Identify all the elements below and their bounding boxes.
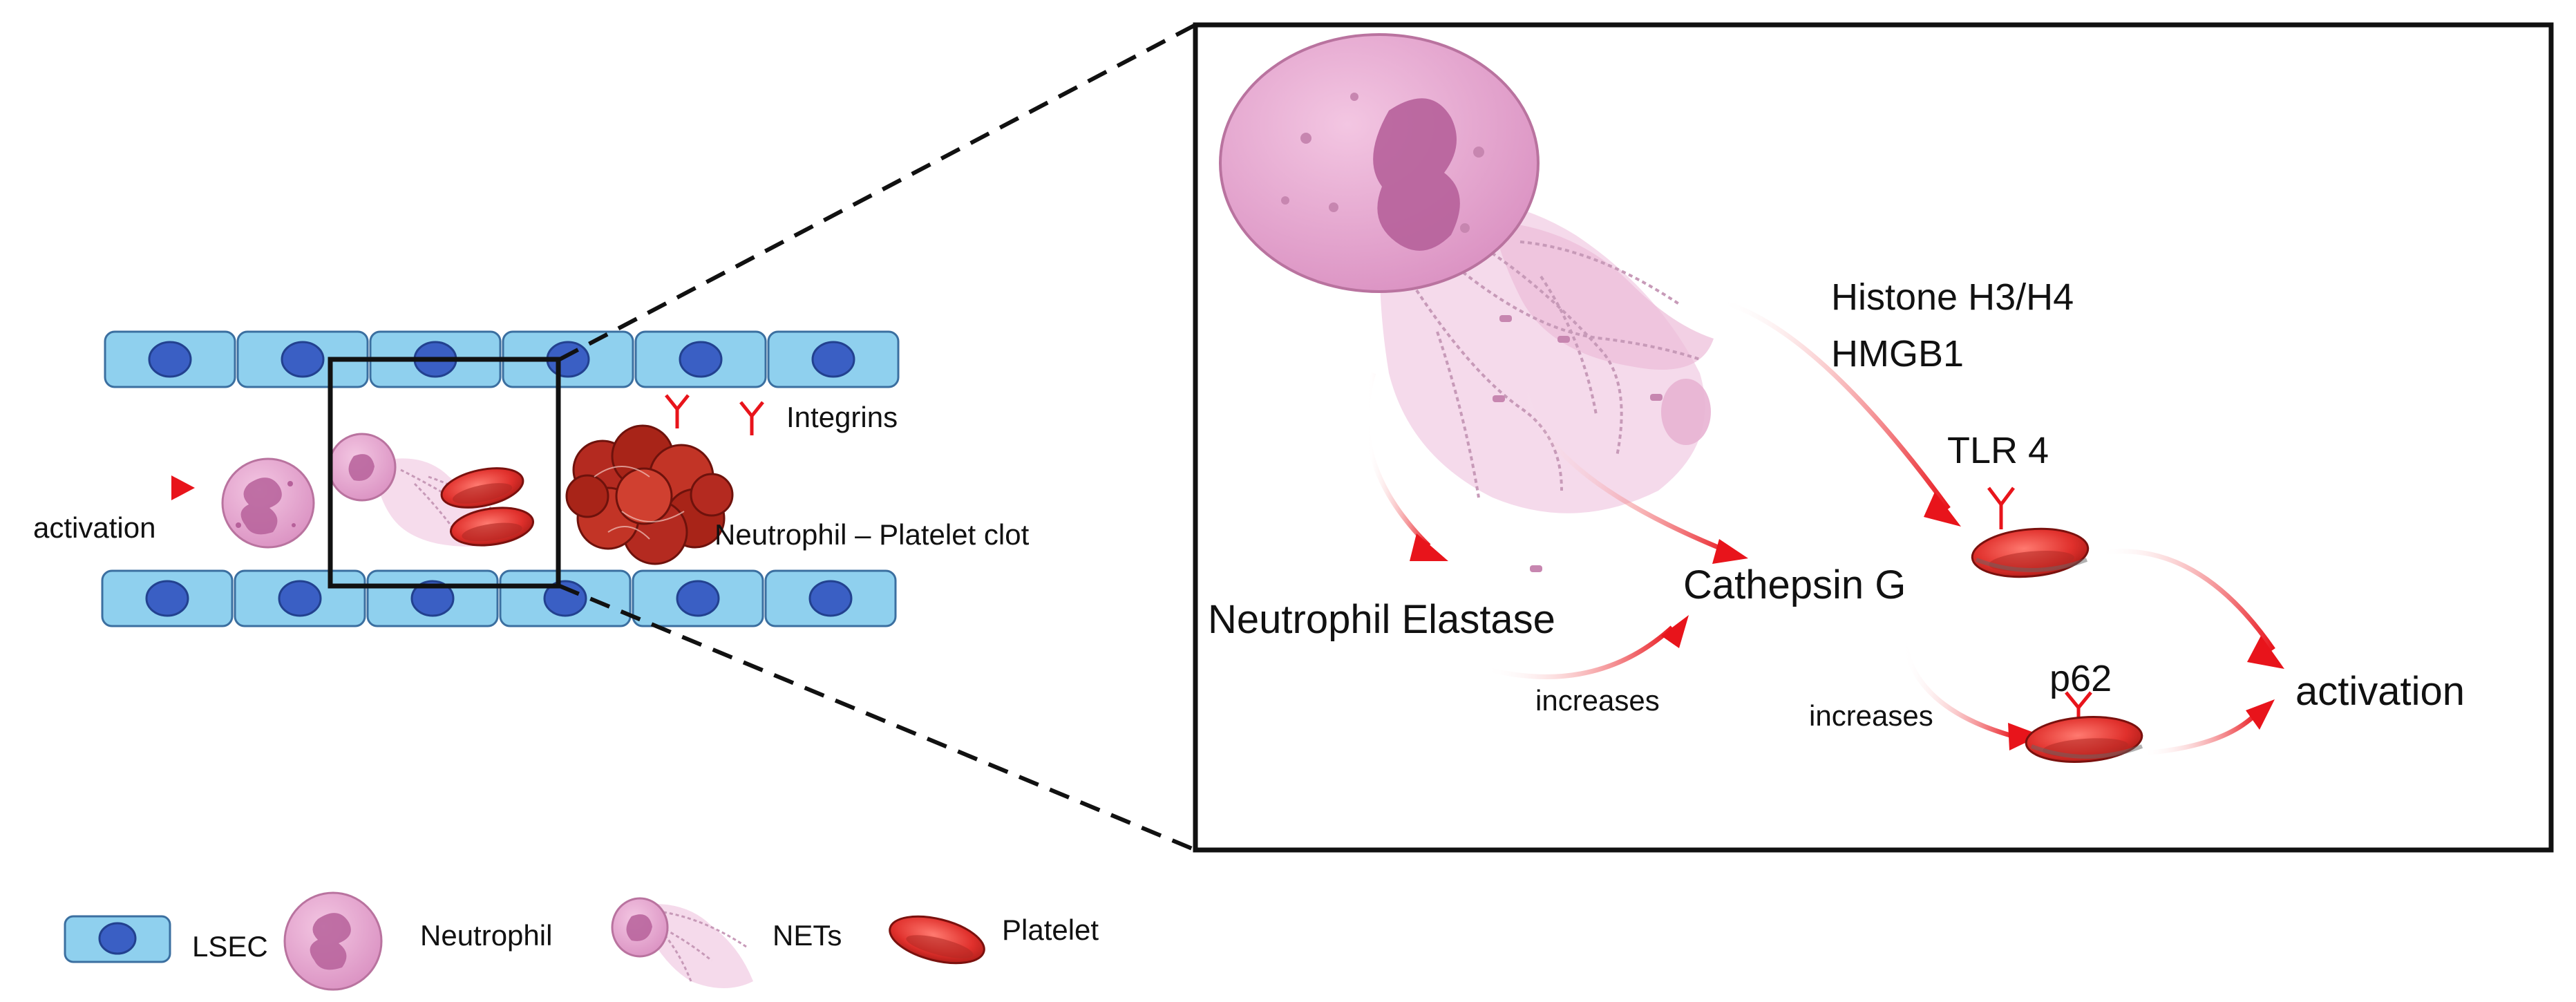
neutrophil-nets-large xyxy=(1219,33,1714,572)
hmgb1-label: HMGB1 xyxy=(1831,333,1964,375)
tlr4-to-activation-arrow xyxy=(2100,549,2284,669)
cathepsin-increases-p62-arrow xyxy=(1900,605,2041,750)
legend-neutrophil-label: Neutrophil xyxy=(420,919,552,952)
zoom-line-top xyxy=(558,23,1197,361)
elastase-increases-cathepsin-arrow xyxy=(1485,615,1689,679)
legend: LSEC Neutrophil NETs Platelet xyxy=(64,891,1099,991)
legend-lsec-label: LSEC xyxy=(192,930,268,963)
activation-arrow xyxy=(28,475,195,500)
lsec-cell xyxy=(234,569,366,627)
increases-label-1: increases xyxy=(1535,684,1660,717)
lsec-cell xyxy=(632,569,764,627)
legend-platelet-icon xyxy=(889,915,985,965)
p62-to-activation-arrow xyxy=(2143,699,2275,756)
tlr4-label: TLR 4 xyxy=(1947,430,2049,471)
p62-label: p62 xyxy=(2049,658,2112,699)
platelet-p62 xyxy=(2025,716,2143,763)
legend-nets-icon xyxy=(611,897,753,988)
lsec-cell xyxy=(101,569,234,627)
lsec-cell xyxy=(764,569,897,627)
integrins-label: Integrins xyxy=(786,401,898,433)
histone-label: Histone H3/H4 xyxy=(1831,276,2074,318)
integrin-receptor-icon xyxy=(739,401,764,435)
elastase-label: Neutrophil Elastase xyxy=(1208,597,1555,642)
tlr4-receptor-icon xyxy=(1987,486,2015,529)
platelet-cell xyxy=(449,507,535,547)
zoom-line-bottom xyxy=(558,584,1197,852)
legend-nets-label: NETs xyxy=(773,919,842,952)
lsec-cell xyxy=(366,569,499,627)
nets-to-elastase-arrow xyxy=(1364,372,1448,561)
platelet-cell xyxy=(440,467,524,509)
clot-label: Neutrophil – Platelet clot xyxy=(714,518,1030,551)
legend-lsec-icon xyxy=(64,915,171,963)
lsec-cell xyxy=(104,330,236,388)
lsec-cell xyxy=(499,569,632,627)
platelet-tlr4 xyxy=(1971,527,2090,578)
integrin-receptor-icon xyxy=(665,394,690,428)
activation-label: activation xyxy=(33,511,155,544)
lsec-cell xyxy=(634,330,767,388)
increases-label-2: increases xyxy=(1809,699,1933,732)
lsec-cell xyxy=(236,330,369,388)
nets-to-cathepsin-arrow xyxy=(1522,372,1748,564)
cathepsin-label: Cathepsin G xyxy=(1683,563,1906,607)
neutrophil-platelet-clot xyxy=(565,424,734,565)
activation-label-zoom: activation xyxy=(2295,669,2465,714)
legend-neutrophil-icon xyxy=(283,891,383,991)
histone-to-tlr4-arrow xyxy=(1720,299,1961,527)
legend-platelet-label: Platelet xyxy=(1002,914,1099,946)
neutrophil-cell xyxy=(221,457,315,549)
lsec-cell xyxy=(767,330,900,388)
zoom-highlight-box xyxy=(328,357,561,589)
vessel-bottom-wall xyxy=(101,569,897,627)
